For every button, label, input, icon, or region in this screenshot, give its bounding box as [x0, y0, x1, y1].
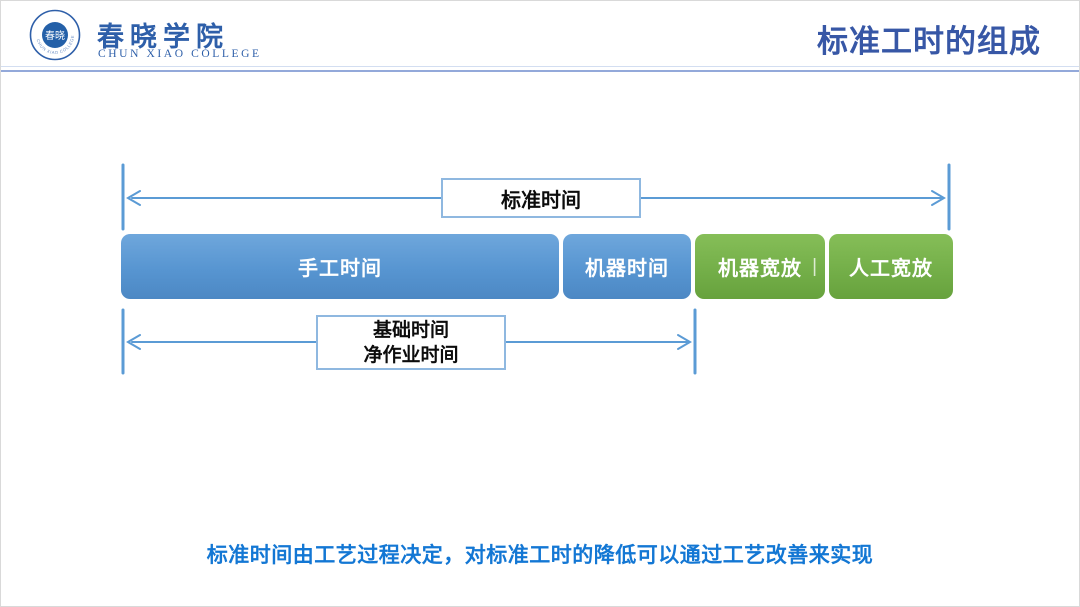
standard-span-arrowhead-right	[931, 190, 946, 206]
segment-machine-time: 机器时间	[563, 234, 691, 299]
college-logo-seal-icon: 春晓 CHUN XIAO COLLEGE	[29, 9, 81, 61]
header-divider	[1, 70, 1079, 72]
base-time-label-line1: 基础时间	[372, 319, 449, 341]
allowance-divider: |	[812, 255, 818, 277]
college-name: 春晓学院	[97, 22, 229, 52]
segment-manual-time: 手工时间	[121, 234, 559, 299]
segment-labor-allowance: 人工宽放	[829, 234, 953, 299]
college-name-en: CHUN XIAO COLLEGE	[98, 48, 262, 60]
seal-center-text: 春晓	[45, 30, 65, 42]
segment-manual-time-label: 手工时间	[298, 258, 382, 280]
base-span-arrowhead-left	[126, 334, 141, 350]
segment-labor-allowance-label: 人工宽放	[849, 258, 933, 280]
base-time-label-line2: 净作业时间	[363, 344, 459, 366]
header-divider-light	[1, 66, 1079, 67]
page-title: 标准工时的组成	[817, 24, 1041, 59]
base-span-arrowhead-right	[677, 334, 692, 350]
footer-note: 标准时间由工艺过程决定，对标准工时的降低可以通过工艺改善来实现	[206, 544, 874, 567]
standard-time-label: 标准时间	[501, 189, 581, 212]
segment-machine-allowance: 机器宽放 |	[695, 234, 825, 299]
segment-machine-time-label: 机器时间	[585, 258, 669, 280]
segment-machine-allowance-label: 机器宽放	[718, 258, 802, 280]
standard-span-arrowhead-left	[126, 190, 141, 206]
standard-time-span-arrow	[121, 163, 951, 231]
base-time-label-box: 基础时间 净作业时间	[316, 315, 506, 370]
standard-time-label-box: 标准时间	[441, 178, 641, 218]
base-time-span-arrow	[121, 308, 697, 375]
